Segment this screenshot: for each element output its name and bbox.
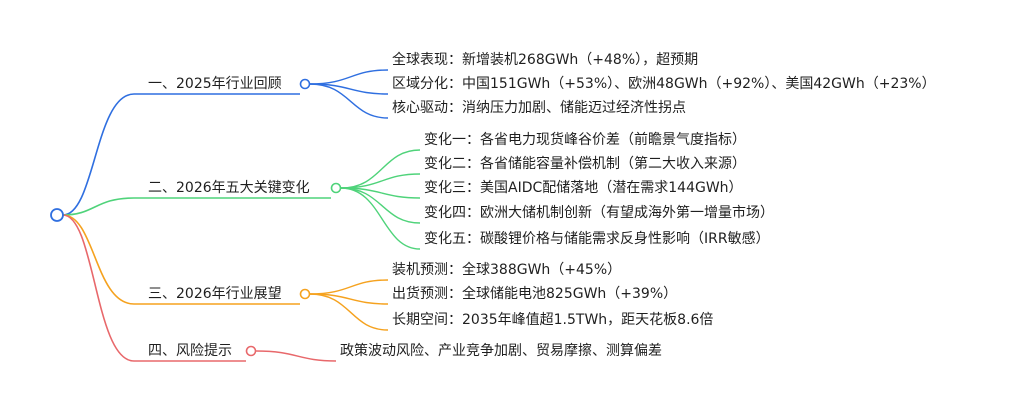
edge-changes-3 (340, 187, 421, 199)
leaf-outlook-1: 装机预测：全球388GWh（+45%） (392, 262, 622, 278)
branch-label-review: 一、2025年行业回顾 (148, 76, 282, 92)
edge-root-review (62, 93, 300, 216)
edge-changes-2 (340, 173, 421, 189)
leaf-changes-1: 变化一：各省电力现货峰谷价差（前瞻景气度指标） (424, 132, 746, 148)
node-changes (330, 182, 342, 194)
edge-changes-1 (340, 149, 421, 189)
node-outlook (299, 288, 311, 300)
leaf-changes-2: 变化二：各省储能容量补偿机制（第二大收入来源） (424, 156, 746, 172)
edge-root-risks (62, 214, 246, 362)
edge-review-1 (309, 69, 389, 85)
node-review (299, 78, 311, 90)
edge-outlook-2 (309, 293, 389, 305)
edge-root-outlook (62, 214, 300, 305)
edge-root-changes (62, 197, 331, 216)
node-risks (245, 345, 257, 357)
edge-changes-5 (340, 187, 421, 250)
leaf-outlook-2: 出货预测：全球储能电池825GWh（+39%） (392, 286, 678, 302)
edge-outlook-3 (309, 293, 389, 331)
leaf-changes-4: 变化四：欧洲大储机制创新（有望成海外第一增量市场） (424, 205, 774, 221)
root-node (50, 208, 64, 222)
branch-label-risks: 四、风险提示 (148, 343, 232, 359)
leaf-changes-5: 变化五：碳酸锂价格与储能需求反身性影响（IRR敏感） (424, 231, 770, 247)
branch-label-changes: 二、2026年五大关键变化 (148, 180, 310, 196)
leaf-review-2: 区域分化：中国151GWh（+53%）、欧洲48GWh（+92%）、美国42GW… (392, 76, 936, 92)
leaf-changes-3: 变化三：美国AIDC配储落地（潜在需求144GWh） (424, 180, 743, 196)
edge-review-3 (309, 83, 389, 119)
leaf-risks-1: 政策波动风险、产业竞争加剧、贸易摩擦、测算偏差 (340, 343, 662, 359)
leaf-review-1: 全球表现：新增装机268GWh（+48%），超预期 (392, 52, 699, 68)
edge-risks-1 (255, 350, 337, 362)
leaf-outlook-3: 长期空间：2035年峰值超1.5TWh，距天花板8.6倍 (392, 312, 714, 328)
edge-outlook-1 (309, 279, 389, 295)
branch-label-outlook: 三、2026年行业展望 (148, 286, 282, 302)
leaf-review-3: 核心驱动：消纳压力加剧、储能迈过经济性拐点 (392, 100, 686, 116)
